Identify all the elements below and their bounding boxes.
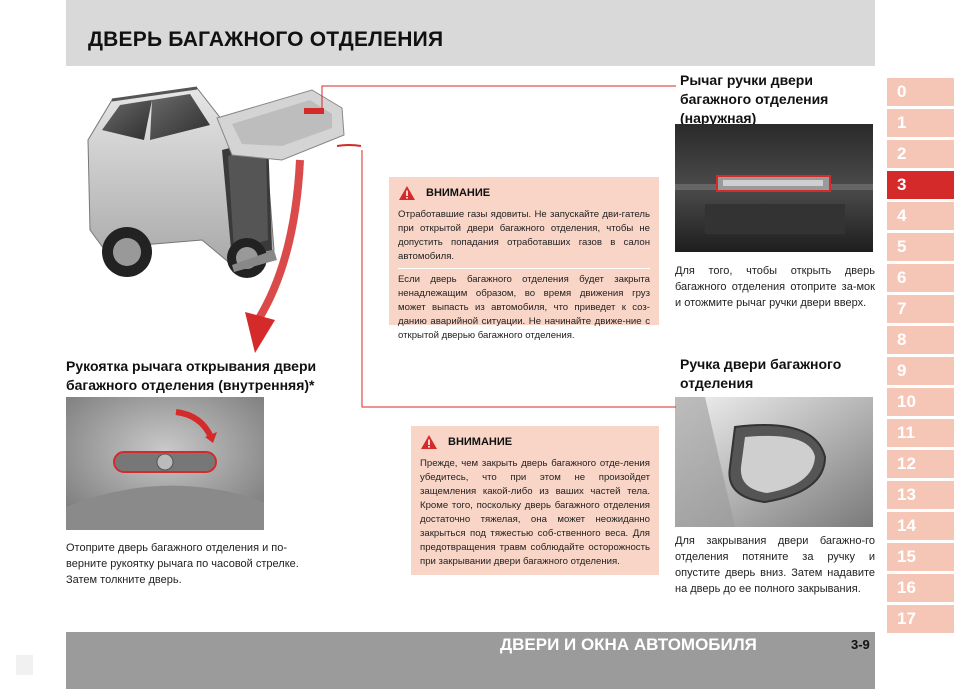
chapter-tab-1[interactable]: 1 [887,109,954,137]
inner-handle-heading: Рукоятка рычага открывания двери багажно… [66,358,317,393]
chapter-tab-17[interactable]: 17 [887,605,954,633]
chapter-tab-8[interactable]: 8 [887,326,954,354]
chapter-tab-3[interactable]: 3 [887,171,954,199]
warning-triangle-icon [399,186,415,200]
warning-box-closing: ВНИМАНИЕ Прежде, чем закрыть дверь багаж… [411,426,659,575]
warning-paragraph: Прежде, чем закрыть дверь багажного отде… [420,458,650,567]
warning-paragraph: Если дверь багажного отделения будет зак… [398,274,650,341]
warning-box-exhaust: ВНИМАНИЕ Отработавшие газы ядовиты. Не з… [389,177,659,341]
chapter-tab-4[interactable]: 4 [887,202,954,230]
header-band [66,0,875,66]
page-title: ДВЕРЬ БАГАЖНОГО ОТДЕЛЕНИЯ [88,28,444,51]
chapter-tab-14[interactable]: 14 [887,512,954,540]
door-handle-photo [675,397,873,527]
inner-handle-text: Отоприте дверь багажного отделения и по-… [66,542,299,586]
footer-band [66,632,875,689]
chapter-tab-13[interactable]: 13 [887,481,954,509]
warning-triangle-icon [421,435,437,449]
suv-open-tailgate-illustration [87,86,362,278]
warning-divider [398,268,650,269]
chapter-tab-10[interactable]: 10 [887,388,954,416]
chapter-tab-12[interactable]: 12 [887,450,954,478]
callout-line-outer-lever [321,85,676,108]
inner-handle-photo [66,397,264,530]
arrow-head-icon [245,312,275,353]
outer-lever-photo [675,124,873,252]
footer-section-title: ДВЕРИ И ОКНА АВТОМОБИЛЯ [500,635,757,654]
chapter-tab-0[interactable]: 0 [887,78,954,106]
chapter-tab-6[interactable]: 6 [887,264,954,292]
chapter-tab-16[interactable]: 16 [887,574,954,602]
chapter-tab-5[interactable]: 5 [887,233,954,261]
page-number: 3-9 [851,637,870,652]
chapter-tab-15[interactable]: 15 [887,543,954,571]
warning-paragraph: Отработавшие газы ядовиты. Не запускайте… [398,209,650,262]
chapter-tab-11[interactable]: 11 [887,419,954,447]
warning-title: ВНИМАНИЕ [426,187,491,199]
outer-lever-text: Для того, чтобы открыть дверь багажного … [675,265,875,309]
chapter-tab-9[interactable]: 9 [887,357,954,385]
door-handle-heading: Ручка двери багажного отделения [680,356,842,391]
chapter-tab-7[interactable]: 7 [887,295,954,323]
warning-title: ВНИМАНИЕ [448,436,513,448]
corner-mark [16,655,33,675]
outer-lever-heading: Рычаг ручки двери багажного отделения (н… [680,72,829,126]
door-handle-text: Для закрывания двери багажно-го отделени… [675,535,875,595]
chapter-tab-2[interactable]: 2 [887,140,954,168]
